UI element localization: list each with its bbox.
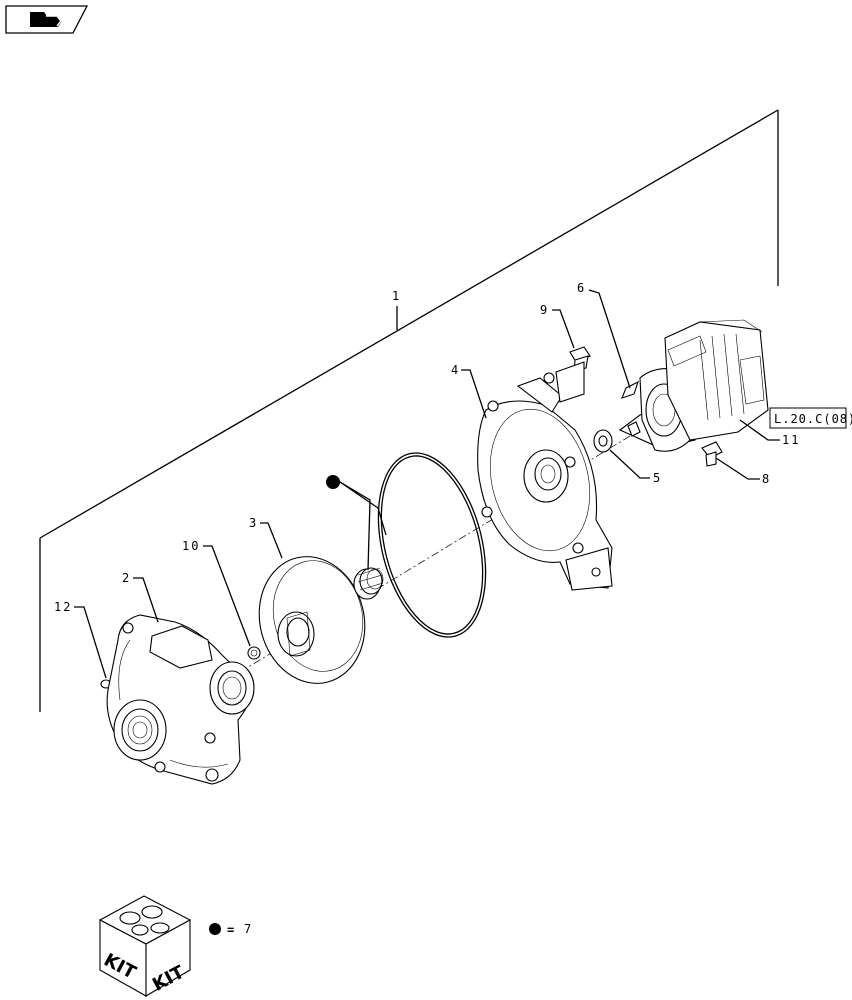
callout-8: 8: [762, 472, 771, 486]
kit-box-icon: KIT KIT: [98, 895, 192, 997]
part-adapter-4: [477, 377, 613, 591]
callout-4: 4: [451, 363, 460, 377]
reference-link[interactable]: L.20.C(08): [769, 407, 852, 429]
callout-12: 12: [54, 600, 72, 614]
part-washer-5: [593, 429, 613, 453]
filled-circle-icon: [209, 923, 221, 935]
legend-equals: =: [227, 923, 234, 937]
part-key-6: [621, 380, 639, 399]
part-o-ring: [377, 452, 487, 638]
part-motor-11: [618, 319, 769, 452]
callout-2: 2: [122, 571, 131, 585]
part-fitting-8: [701, 441, 723, 467]
callout-3: 3: [249, 516, 258, 530]
back-arrow-icon: [30, 12, 62, 27]
callout-11: 11: [782, 433, 800, 447]
leader-lines: [74, 289, 780, 679]
legend: = 7: [209, 922, 251, 937]
part-plug-10: [247, 646, 261, 660]
callout-10: 10: [182, 539, 200, 553]
callout-5: 5: [653, 471, 662, 485]
callout-6: 6: [577, 281, 586, 295]
filled-circle-marker: [326, 475, 340, 489]
part-impeller-3: [258, 556, 366, 684]
part-seal: [353, 567, 384, 600]
assembly-bracket: [39, 109, 779, 712]
callout-9: 9: [540, 303, 549, 317]
part-pump-housing-2: [106, 614, 255, 785]
callout-1: 1: [392, 289, 401, 303]
reference-label: L.20.C(08): [774, 412, 852, 426]
part-bolt-9: [543, 346, 591, 403]
legend-value: 7: [244, 922, 251, 936]
back-nav-button[interactable]: [5, 5, 89, 34]
